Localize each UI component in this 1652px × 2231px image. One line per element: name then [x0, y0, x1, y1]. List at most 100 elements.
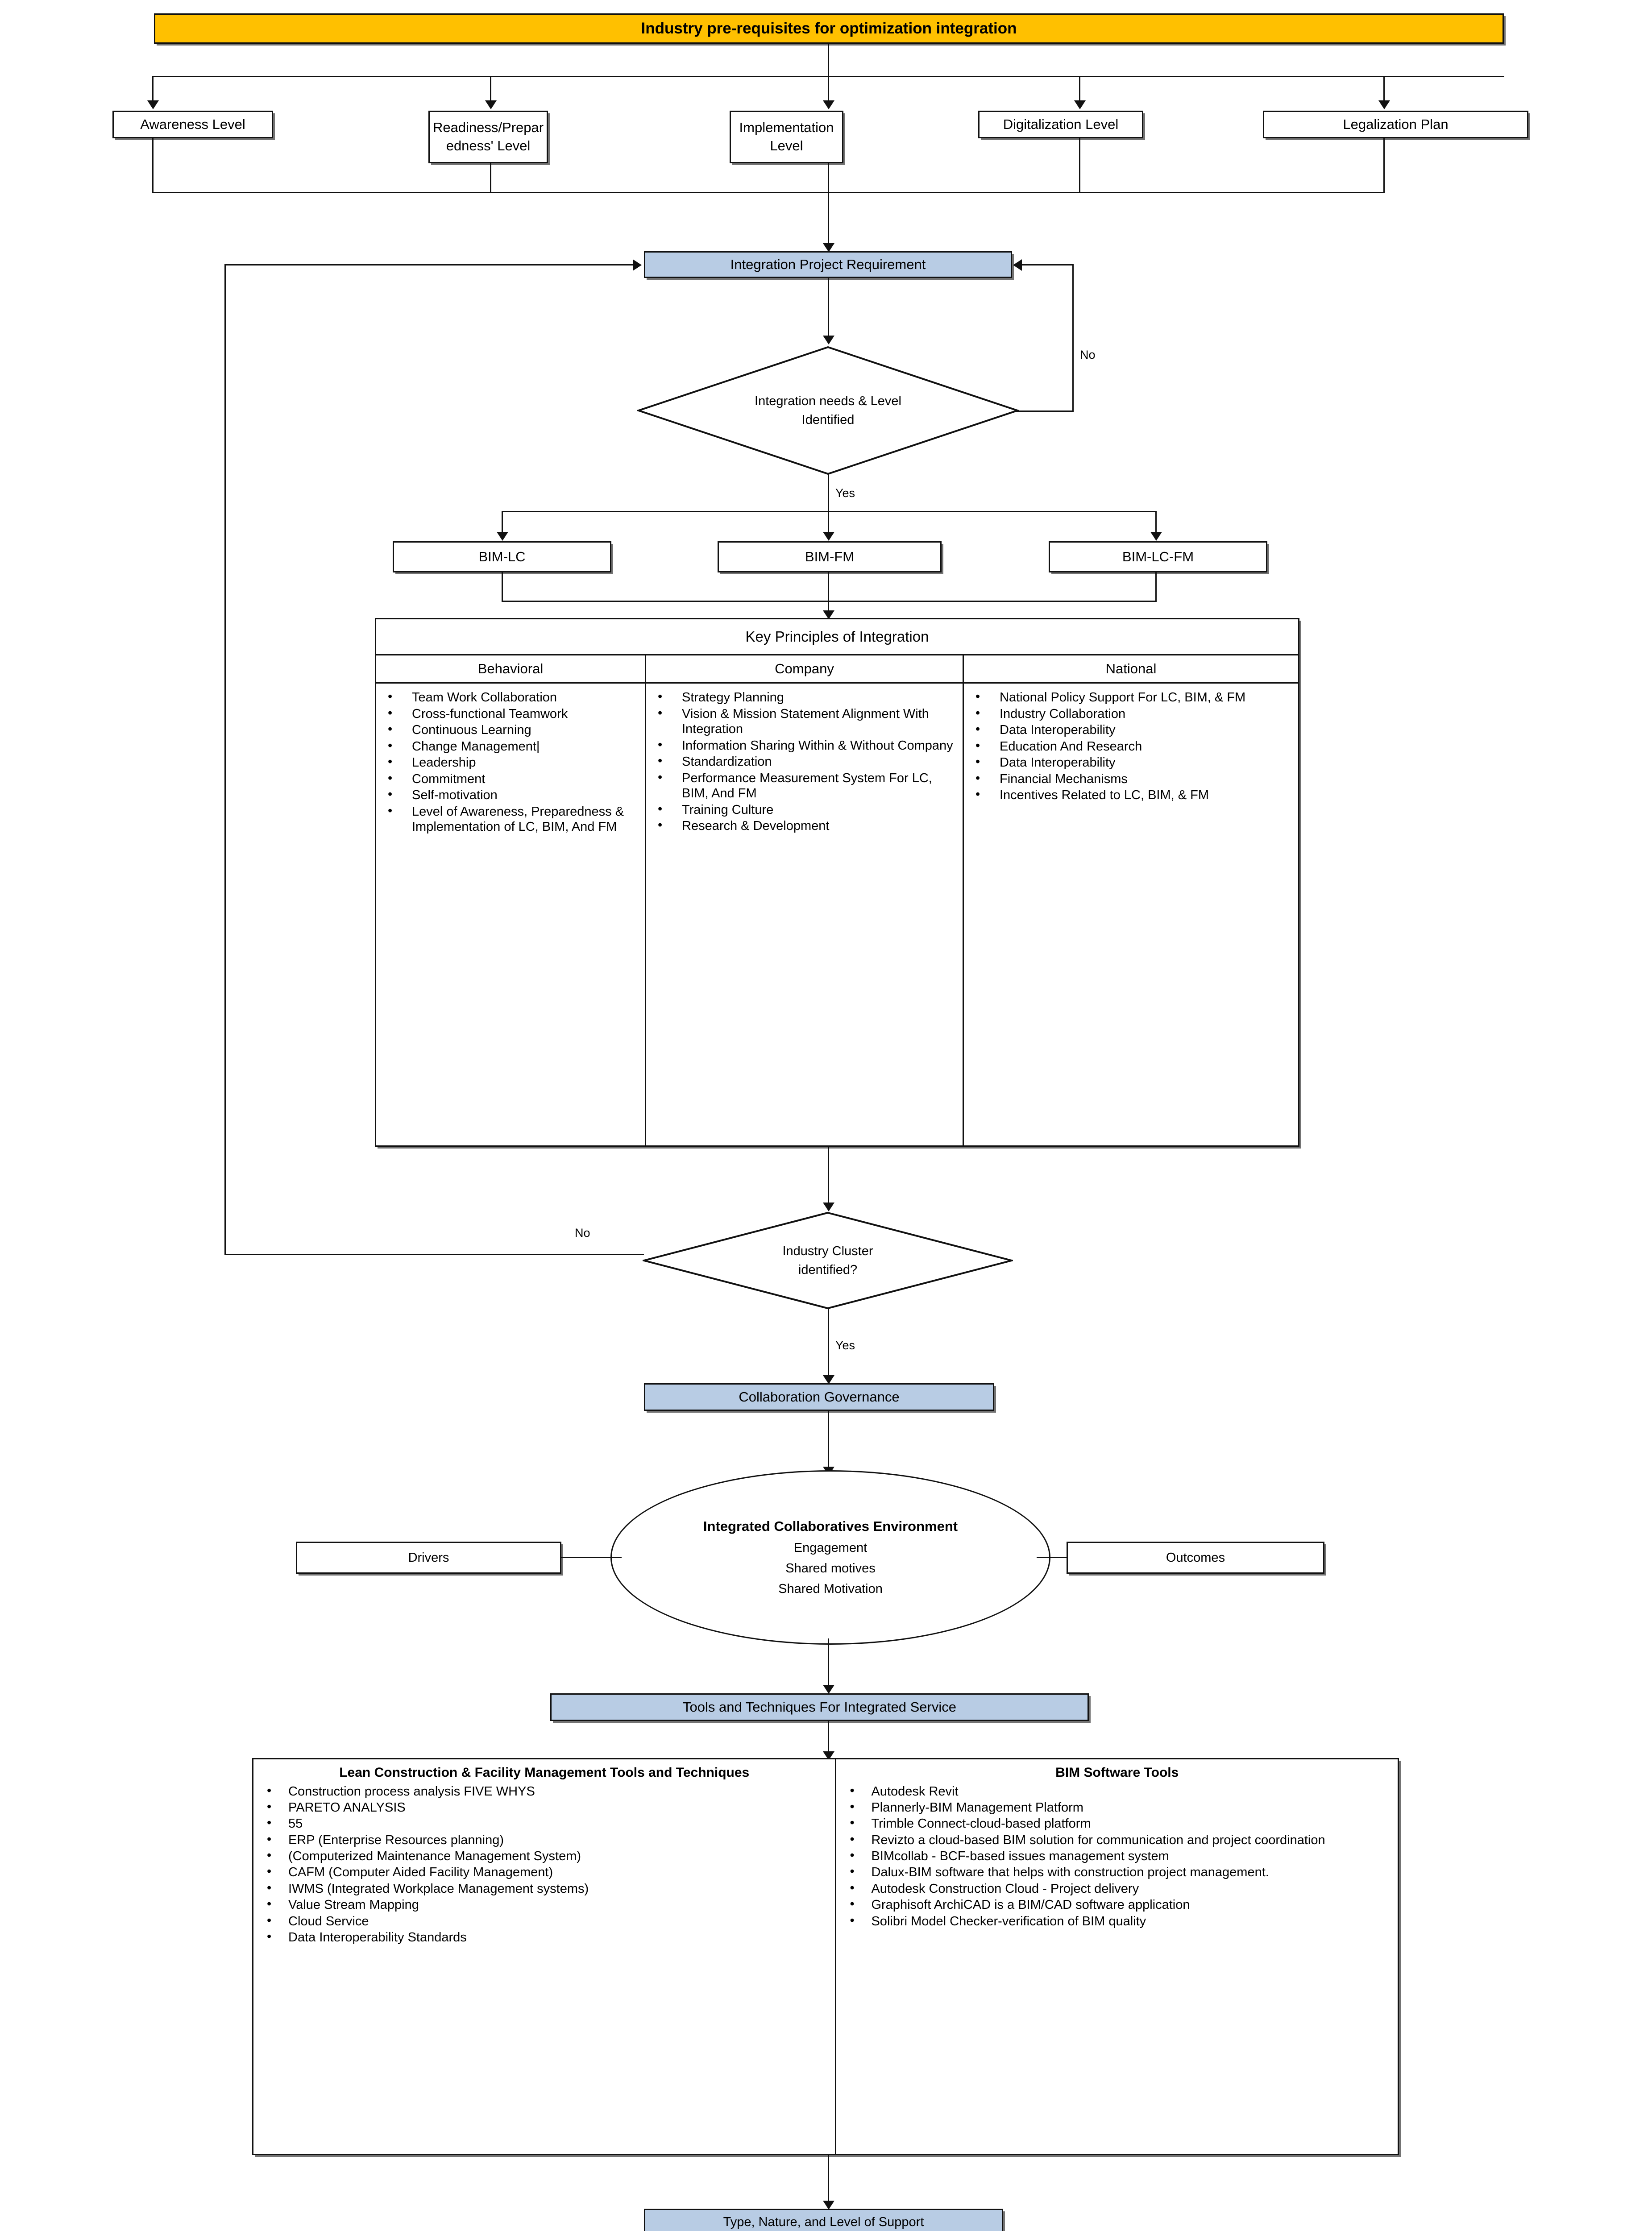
environment-title: Integrated Collaboratives Environment [703, 1518, 958, 1534]
decision-integration-needs-level[interactable]: Integration needs & Level Identified [637, 346, 1019, 475]
connector-collect-leg-1 [152, 138, 154, 192]
decision-cluster-text: Industry Cluster identified? [782, 1244, 873, 1277]
tools-column-lean-construction: Lean Construction & Facility Management … [253, 1759, 835, 2154]
connector-type-leg-3 [1155, 511, 1157, 533]
list-item: Incentives Related to LC, BIM, & FM [967, 787, 1295, 803]
arrow-prereq-3 [823, 100, 834, 109]
connector-prereq-leg-3 [828, 76, 829, 100]
list-item: Information Sharing Within & Without Com… [649, 737, 960, 754]
integration-type-label-2: BIM-FM [805, 548, 855, 564]
connector-prereq-leg-4 [1079, 76, 1080, 100]
list-item: CAFM (Computer Aided Facility Management… [257, 1864, 831, 1880]
list-item: Construction process analysis FIVE WHYS [257, 1783, 831, 1800]
process-collaboration-governance[interactable]: Collaboration Governance [644, 1383, 994, 1411]
list-item: Research & Development [649, 817, 960, 834]
arrow-environment-to-tools-banner [823, 1685, 834, 1694]
list-item: Dalux-BIM software that helps with const… [840, 1864, 1394, 1880]
prerequisite-box-digitalization-level[interactable]: Digitalization Level [978, 111, 1143, 138]
outcomes-box[interactable]: Outcomes [1067, 1542, 1324, 1574]
arrow-feedback-return [633, 259, 642, 271]
list-item: Self-motivation [379, 787, 642, 803]
prerequisite-box-implementation-level[interactable]: Implementation Level [730, 111, 843, 163]
list-item: ERP (Enterprise Resources planning) [257, 1832, 831, 1848]
arrow-type-1 [497, 532, 508, 541]
arrow-cluster-to-governance [823, 1375, 834, 1384]
key-principles-column-behavioral: Behavioral Team Work Collaboration Cross… [376, 655, 645, 1147]
connector-type-leg-2 [828, 511, 829, 533]
support-banner-label: Type, Nature, and Level of Support [723, 2214, 924, 2229]
integration-type-box-bim-lc-fm[interactable]: BIM-LC-FM [1049, 541, 1267, 572]
list-item: Autodesk Revit [840, 1783, 1394, 1800]
connector-type-leg-1 [502, 511, 503, 533]
process-type-nature-level-of-support[interactable]: Type, Nature, and Level of Support [644, 2209, 1003, 2231]
connector-prereq-leg-2 [490, 76, 491, 100]
list-item: Strategy Planning [649, 689, 960, 705]
list-item: Solibri Model Checker-verification of BI… [840, 1913, 1394, 1929]
decision-cluster-label: Industry Cluster identified? [759, 1242, 897, 1279]
drivers-label: Drivers [408, 1550, 449, 1565]
list-item: PARETO ANALYSIS [257, 1799, 831, 1816]
connector-prereq-leg-5 [1383, 76, 1385, 100]
decision-industry-cluster[interactable]: Industry Cluster identified? [643, 1211, 1013, 1310]
prerequisite-label-2: Readiness/Prepar edness' Level [432, 120, 544, 153]
arrow-type-3 [1150, 532, 1162, 541]
connector-tools-banner-to-tools-box [828, 1721, 829, 1761]
list-item: Leadership [379, 754, 642, 771]
process-integration-project-requirement[interactable]: Integration Project Requirement [644, 251, 1012, 278]
list-item: IWMS (Integrated Workplace Management sy… [257, 1880, 831, 1897]
list-item: Plannerly-BIM Management Platform [840, 1799, 1394, 1816]
prerequisite-box-readiness-preparedness-level[interactable]: Readiness/Prepar edness' Level [428, 111, 548, 163]
connector-type-merge-stem [828, 572, 829, 613]
prerequisite-label-5: Legalization Plan [1343, 116, 1449, 132]
decision-needs-label: Integration needs & Level Identified [755, 392, 902, 429]
drivers-box[interactable]: Drivers [296, 1542, 561, 1574]
connector-collect-leg-2 [490, 163, 491, 192]
integration-type-box-bim-fm[interactable]: BIM-FM [718, 541, 942, 572]
connector-collect-leg-3 [828, 163, 829, 192]
arrow-tools-to-support-banner [823, 2201, 834, 2210]
tools-header-lean: Lean Construction & Facility Management … [339, 1765, 750, 1780]
list-item: BIMcollab - BCF-based issues management … [840, 1848, 1394, 1864]
list-item: Graphisoft ArchiCAD is a BIM/CAD softwar… [840, 1896, 1394, 1913]
key-principles-body-company: Strategy Planning Vision & Mission State… [646, 684, 963, 1147]
edge-label-no-needs: No [1080, 348, 1096, 361]
list-item: Change Management| [379, 738, 642, 755]
connector-prereq-leg-1 [152, 76, 154, 100]
list-item: Trimble Connect-cloud-based platform [840, 1815, 1394, 1832]
key-principles-header-behavioral: Behavioral [376, 655, 645, 684]
connector-decision-yes-stem [828, 474, 829, 512]
integration-type-label-3: BIM-LC-FM [1122, 548, 1194, 564]
integration-type-box-bim-lc[interactable]: BIM-LC [393, 541, 611, 572]
arrow-prereq-2 [485, 100, 497, 109]
connector-environment-to-tools-banner [828, 1638, 829, 1688]
prerequisite-box-legalization-plan[interactable]: Legalization Plan [1263, 111, 1528, 138]
prerequisite-box-awareness-level[interactable]: Awareness Level [112, 111, 273, 138]
list-item: Commitment [379, 771, 642, 787]
collaboration-governance-label: Collaboration Governance [739, 1389, 900, 1405]
environment-line-2: Shared motives [785, 1561, 876, 1576]
key-principles-column-company: Company Strategy Planning Vision & Missi… [645, 655, 963, 1147]
list-item: Level of Awareness, Preparedness & Imple… [379, 803, 642, 835]
environment-line-3: Shared Motivation [778, 1582, 883, 1597]
connector-governance-to-environment [828, 1411, 829, 1469]
list-item: Data Interoperability [967, 754, 1295, 771]
list-item: Value Stream Mapping [257, 1896, 831, 1913]
connector-requirement-to-decision [828, 278, 829, 338]
list-item: Industry Collaboration [967, 705, 1295, 722]
integration-requirement-label: Integration Project Requirement [730, 256, 926, 272]
header-title: Industry pre-requisites for optimization… [641, 19, 1017, 37]
arrow-prereq-4 [1074, 100, 1086, 109]
connector-cluster-yes [828, 1308, 829, 1377]
arrow-no-loop-return [1013, 259, 1022, 271]
connector-feedback-return-h [224, 264, 633, 265]
arrow-table-to-cluster [823, 1203, 834, 1211]
connector-table-to-cluster [828, 1147, 829, 1205]
prerequisite-label-3: Implementation Level [739, 120, 834, 153]
list-item: Training Culture [649, 801, 960, 818]
process-tools-and-techniques-banner[interactable]: Tools and Techniques For Integrated Serv… [550, 1693, 1089, 1721]
arrow-to-key-principles [823, 610, 834, 619]
edge-label-yes-cluster: Yes [835, 1339, 855, 1352]
list-item: Continuous Learning [379, 722, 642, 738]
connector-drivers-to-environment [561, 1557, 622, 1558]
tools-column-bim-software: BIM Software Tools Autodesk Revit Planne… [835, 1759, 1398, 2154]
